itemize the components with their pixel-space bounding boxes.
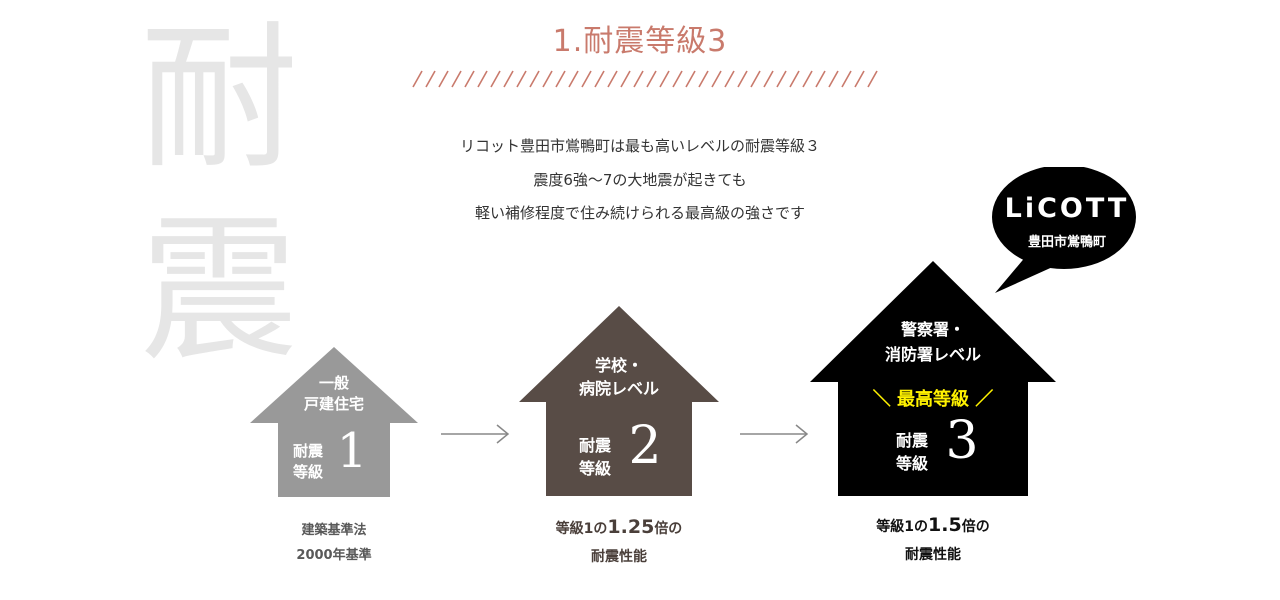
house-1-grade-label: 耐震 等級 [292,442,323,481]
brand-location: 豊田市鴬鴨町 [1027,235,1106,250]
arrow-right-icon [740,424,809,444]
intro-line-2: 震度6強～7の大地震が起きても [533,171,747,189]
house-shape-2 [519,306,719,496]
house-shape-3 [810,261,1056,496]
background-kanji-2: 震 [140,199,298,383]
house-2-grade-label: 耐震 等級 [578,436,611,478]
brand-speech-bubble: LiCOTT 豊田市鴬鴨町 [987,167,1147,307]
house-grade-1: 一般 戸建住宅 耐震 等級 1 [250,347,418,497]
house-grade-3: 警察署・ 消防署レベル ＼ 最高等級 ／ 耐震 等級 3 [810,261,1056,496]
house-shape-1 [250,347,418,497]
house-3-grade-label: 耐震 等級 [895,431,928,473]
house-1-caption: 建築基準法 2000年基準 [296,523,372,563]
intro-line-3: 軽い補修程度で住み続けられる最高級の強さです [474,204,805,222]
house-grade-2: 学校・ 病院レベル 耐震 等級 2 [519,306,719,496]
background-kanji-1: 耐 [140,7,298,191]
brand-logo: LiCOTT [1004,193,1130,224]
house-3-label: 警察署・ 消防署レベル [884,320,981,364]
intro-line-1: リコット豊田市鴬鴨町は最も高いレベルの耐震等級３ [459,137,820,155]
house-1-grade-number: 1 [336,423,368,479]
house-3-grade-number: 3 [945,411,979,471]
house-2-caption: 等級1の1.25倍の 耐震性能 [555,516,683,565]
house-1-label: 一般 戸建住宅 [303,374,364,413]
speech-bubble-shape [992,167,1136,293]
house-3-caption: 等級1の1.5倍の 耐震性能 [876,514,990,563]
house-2-label: 学校・ 病院レベル [578,356,659,398]
slash-rule-divider [412,70,878,88]
house-3-highlight: ＼ 最高等級 ／ [872,389,994,410]
arrow-right-icon [441,424,510,444]
house-2-grade-number: 2 [628,416,662,476]
section-title: 1.耐震等級3 [552,24,728,59]
